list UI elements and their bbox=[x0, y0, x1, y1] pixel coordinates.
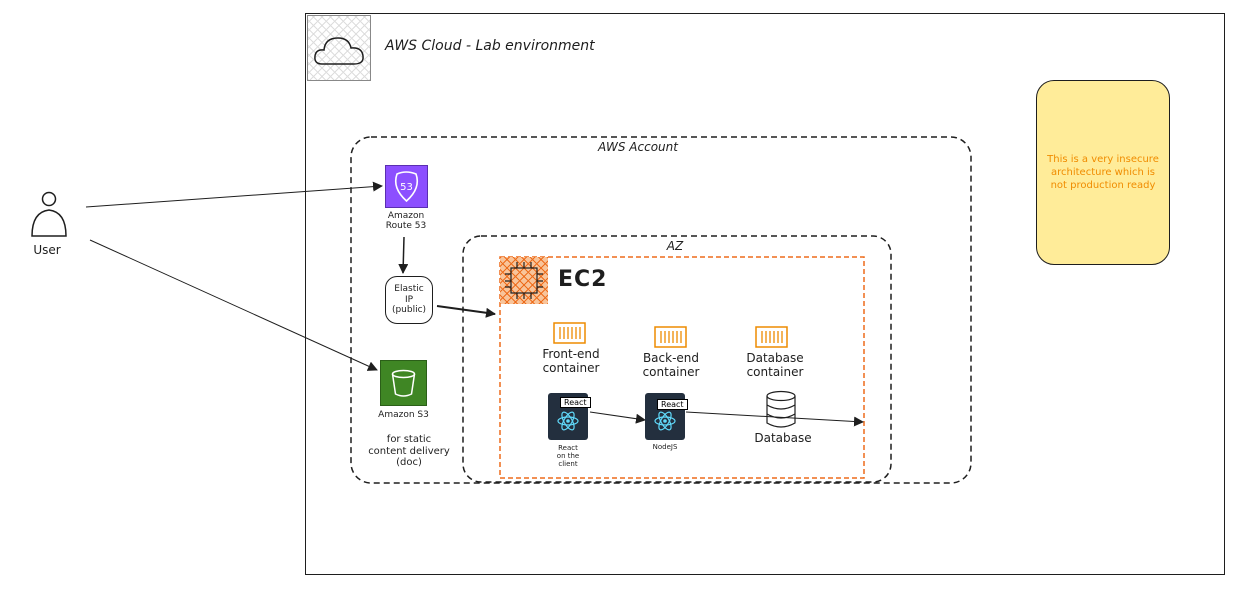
frontend-device-icon: React bbox=[548, 393, 591, 440]
database-label: Database bbox=[754, 431, 812, 445]
s3-desc-line3: (doc) bbox=[396, 457, 422, 468]
aws-account-group bbox=[350, 136, 972, 484]
container-icon bbox=[755, 326, 788, 348]
container-icon bbox=[553, 322, 586, 344]
eip-line2: IP bbox=[404, 294, 414, 305]
database-container-line1: Database bbox=[746, 351, 804, 365]
az-group bbox=[462, 235, 892, 483]
user-label: User bbox=[33, 243, 61, 257]
user-icon bbox=[28, 188, 70, 240]
warning-note: This is a very insecure architecture whi… bbox=[1036, 80, 1170, 265]
frontend-caption-line1: React bbox=[558, 444, 578, 452]
route53-label-line1: Amazon bbox=[387, 211, 425, 221]
s3-label: Amazon S3 bbox=[378, 410, 429, 420]
s3-bucket-icon bbox=[380, 360, 427, 406]
database-container-line2: container bbox=[746, 364, 804, 379]
arrow-user-s3 bbox=[89, 239, 378, 371]
ec2-chip-icon bbox=[500, 257, 548, 304]
s3-desc-line1: for static bbox=[386, 434, 432, 445]
backend-container-line2: container bbox=[642, 364, 700, 379]
frontend-caption-line3: client bbox=[558, 460, 578, 469]
arrow-eip-ec2 bbox=[436, 305, 496, 318]
aws-cloud-group bbox=[305, 13, 1225, 575]
route53-label-line2: Route 53 bbox=[385, 221, 427, 232]
container-icon bbox=[654, 326, 687, 348]
database-icon bbox=[764, 390, 798, 430]
eip-line3: (public) bbox=[391, 305, 427, 316]
arrow-user-route53 bbox=[85, 181, 383, 208]
aws-account-label: AWS Account bbox=[598, 140, 678, 154]
svg-text:53: 53 bbox=[400, 182, 413, 193]
elastic-ip-node: Elastic IP (public) bbox=[385, 276, 433, 324]
cloud-icon bbox=[307, 15, 371, 81]
frontend-container-line2: container bbox=[542, 360, 600, 375]
ec2-group bbox=[499, 256, 865, 479]
az-label: AZ bbox=[666, 239, 684, 253]
frontend-caption-line2: on the bbox=[556, 452, 580, 461]
eip-line1: Elastic bbox=[394, 283, 424, 294]
route53-icon: 53 bbox=[385, 165, 428, 208]
backend-container-line1: Back-end bbox=[642, 351, 700, 365]
backend-react-badge: React bbox=[657, 399, 688, 410]
ec2-label: EC2 bbox=[558, 267, 608, 292]
frontend-react-badge: React bbox=[560, 397, 591, 408]
s3-desc-line2: content delivery bbox=[368, 445, 450, 457]
arrow-route53-eip bbox=[398, 236, 409, 274]
backend-caption: NodeJS bbox=[652, 443, 678, 451]
cloud-title: AWS Cloud - Lab environment bbox=[385, 38, 595, 54]
arrow-frontend-backend bbox=[589, 411, 646, 424]
frontend-container-line1: Front-end bbox=[542, 347, 600, 361]
backend-device-icon: React bbox=[645, 393, 688, 440]
